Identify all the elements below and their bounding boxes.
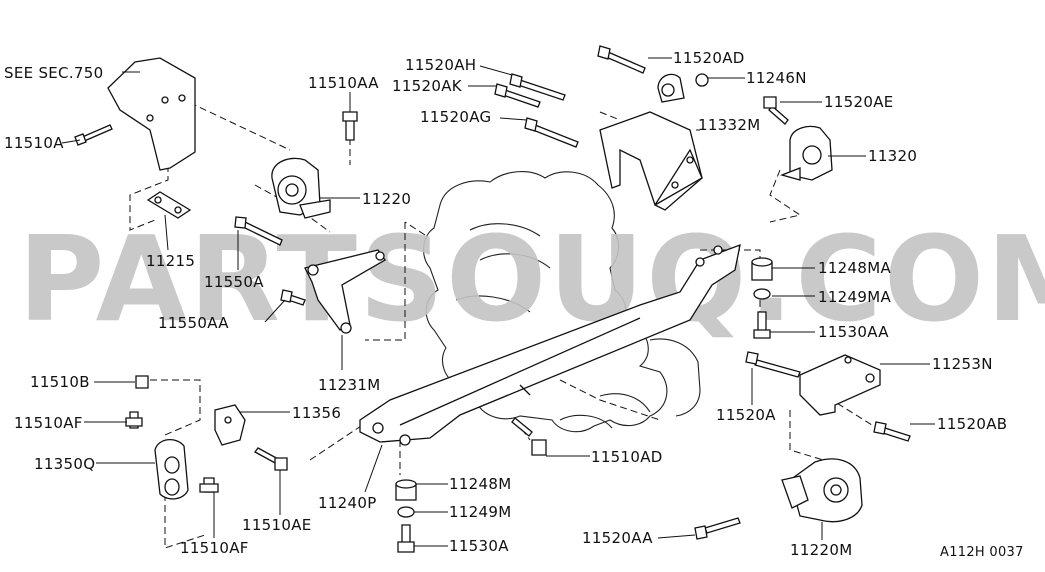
bolt-11550A: [234, 216, 283, 246]
label-11520AB: 11520AB: [937, 415, 1007, 433]
bracket-11231M: [304, 249, 386, 334]
label-11520AE: 11520AE: [824, 93, 894, 111]
bolt-11520AA: [694, 517, 741, 540]
bolt-11510A: [74, 124, 113, 146]
bolt-11520AE: [763, 96, 789, 125]
label-11510AF-top: 11510AF: [14, 414, 83, 432]
label-11520AD: 11520AD: [673, 49, 745, 67]
bracket-11356: [214, 404, 246, 446]
label-11249M: 11249M: [449, 503, 511, 521]
label-11248M: 11248M: [449, 475, 511, 493]
label-11320: 11320: [868, 147, 917, 165]
bracket-11253N: [799, 354, 881, 416]
bracket-11332M: [599, 111, 703, 211]
mount-11220: [271, 157, 331, 219]
member-11240P: [359, 243, 741, 446]
label-11530A: 11530A: [449, 537, 509, 555]
label-11332M: 11332M: [698, 116, 760, 134]
label-11253N: 11253N: [932, 355, 993, 373]
label-11248MA: 11248MA: [818, 259, 891, 277]
bolt-11520A: [745, 351, 801, 378]
washer-stack-lower: [395, 479, 417, 553]
label-11530AA: 11530AA: [818, 323, 889, 341]
label-11510A: 11510A: [4, 134, 64, 152]
label-11350Q: 11350Q: [34, 455, 95, 473]
bolt-11510AF-bottom: [199, 477, 219, 493]
label-11220: 11220: [362, 190, 411, 208]
label-11249MA: 11249MA: [818, 288, 891, 306]
bolt-11510AA: [342, 111, 358, 141]
label-11220M: 11220M: [790, 541, 852, 559]
mount-11320: [779, 125, 833, 181]
plate-11215: [146, 191, 192, 219]
label-11520AK: 11520AK: [392, 77, 463, 95]
bracket-11510A: [107, 57, 196, 171]
label-11240P: 11240P: [318, 494, 377, 512]
mount-11220M: [781, 458, 863, 523]
footer-code: A112H 0037: [940, 545, 1024, 560]
see-section-reference: SEE SEC.750: [4, 64, 103, 82]
label-11550A: 11550A: [204, 273, 264, 291]
bolt-11510AE: [254, 447, 288, 471]
bolts-11520AH-AK-AG: [494, 73, 579, 148]
engine-outline: [423, 171, 701, 433]
label-11356: 11356: [292, 404, 341, 422]
label-11520AH: 11520AH: [405, 56, 476, 74]
mount-11350Q: [154, 439, 189, 500]
bushing-11246N: [657, 73, 709, 103]
watermark: PARTSOUQ.COM: [18, 210, 1045, 348]
label-11520A: 11520A: [716, 406, 776, 424]
bolt-11550AA: [280, 289, 306, 306]
label-11550AA: 11550AA: [158, 314, 229, 332]
bolt-11510B: [135, 375, 149, 389]
label-11520AG: 11520AG: [420, 108, 491, 126]
leader-lines: [61, 57, 935, 547]
washer-stack-upper: [751, 257, 773, 339]
label-11215: 11215: [146, 252, 195, 270]
label-11231M: 11231M: [318, 376, 380, 394]
label-11510AD: 11510AD: [591, 448, 663, 466]
label-11510AF-bottom: 11510AF: [180, 539, 249, 557]
label-11510B: 11510B: [30, 373, 90, 391]
bolt-11510AF-top: [125, 411, 143, 429]
bolt-11520AD: [597, 45, 646, 74]
label-11520AA: 11520AA: [582, 529, 653, 547]
label-11510AA: 11510AA: [308, 74, 379, 92]
bolt-11510AD: [511, 417, 547, 456]
label-11510AE: 11510AE: [242, 516, 312, 534]
bolt-11520AB: [873, 421, 911, 442]
label-11246N: 11246N: [746, 69, 807, 87]
